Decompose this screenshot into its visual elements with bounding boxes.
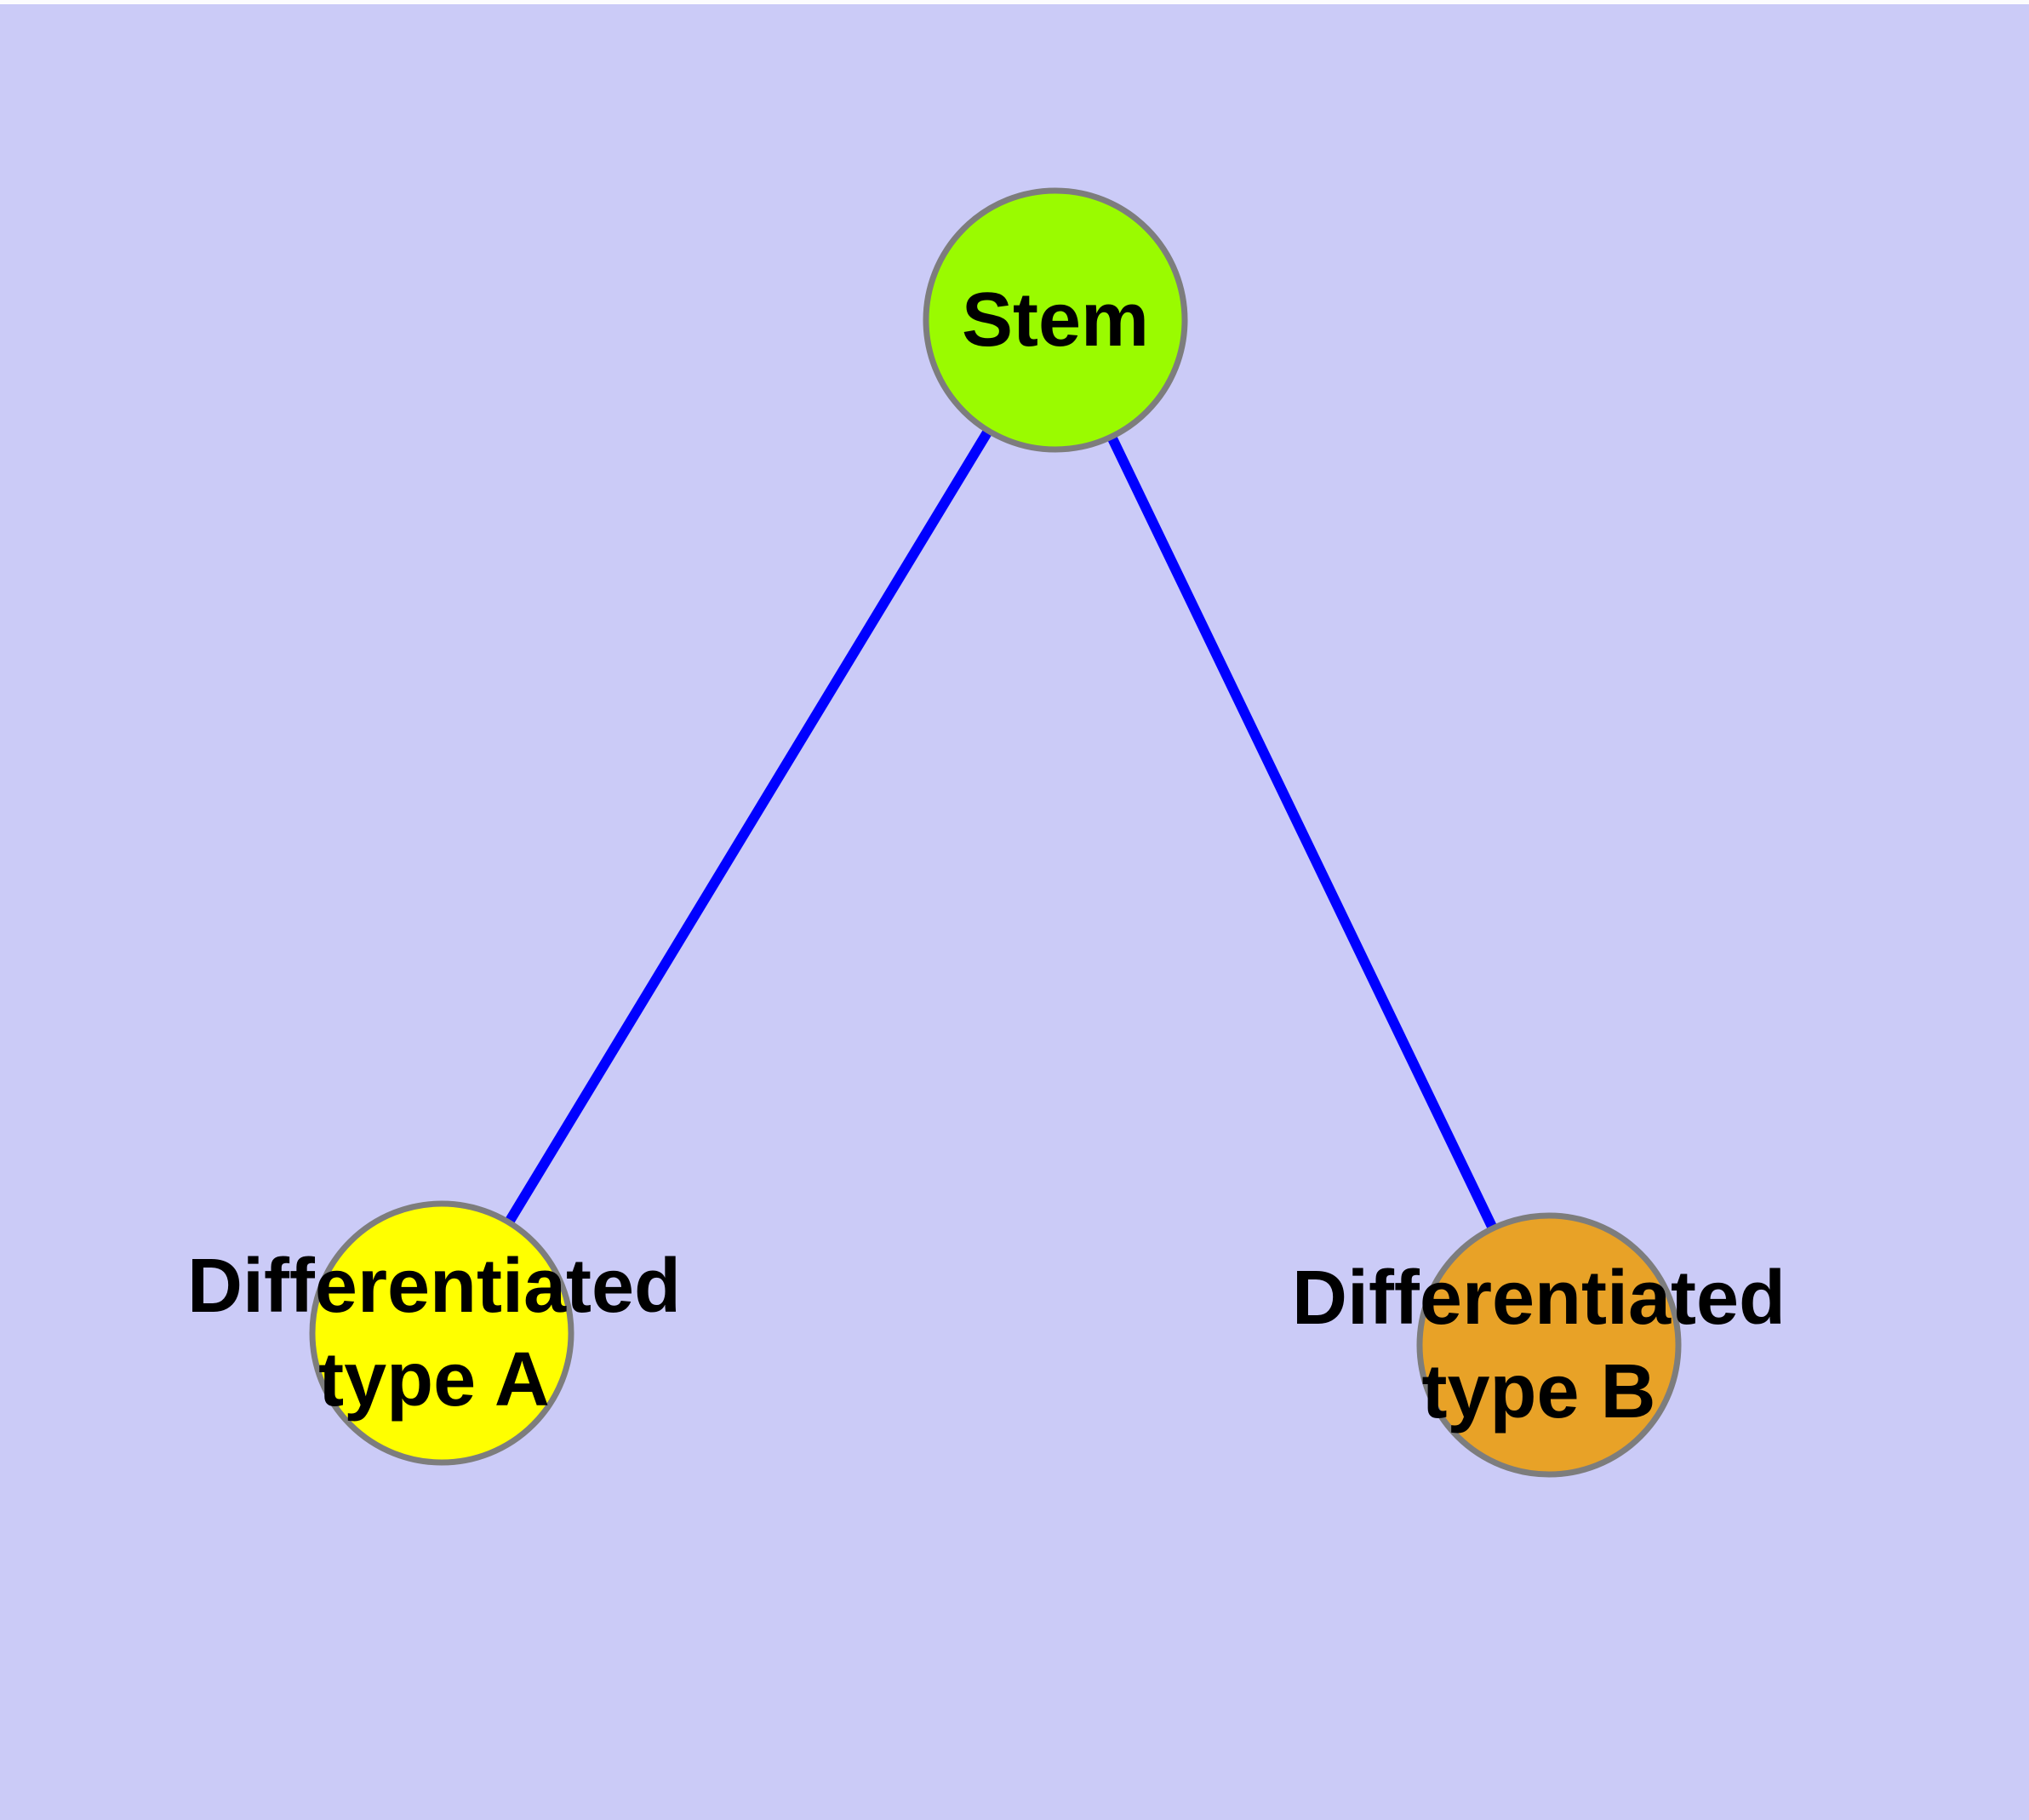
node-type-b-label-line2: type B (1421, 1349, 1655, 1434)
node-type-a-label-line1: Differentiated (187, 1244, 681, 1329)
node-stem-label: Stem (962, 278, 1149, 363)
node-type-b-label-line1: Differentiated (1292, 1256, 1786, 1341)
node-type-a-circle (309, 1200, 574, 1466)
edge-stem-to-type-a (437, 317, 1060, 1336)
node-stem-circle (923, 187, 1188, 453)
edge-stem-to-type-b (1050, 318, 1554, 1348)
node-type-b-circle (1416, 1212, 1682, 1478)
top-edge-highlight (0, 0, 2029, 4)
node-type-a-label-line2: type A (318, 1337, 550, 1422)
